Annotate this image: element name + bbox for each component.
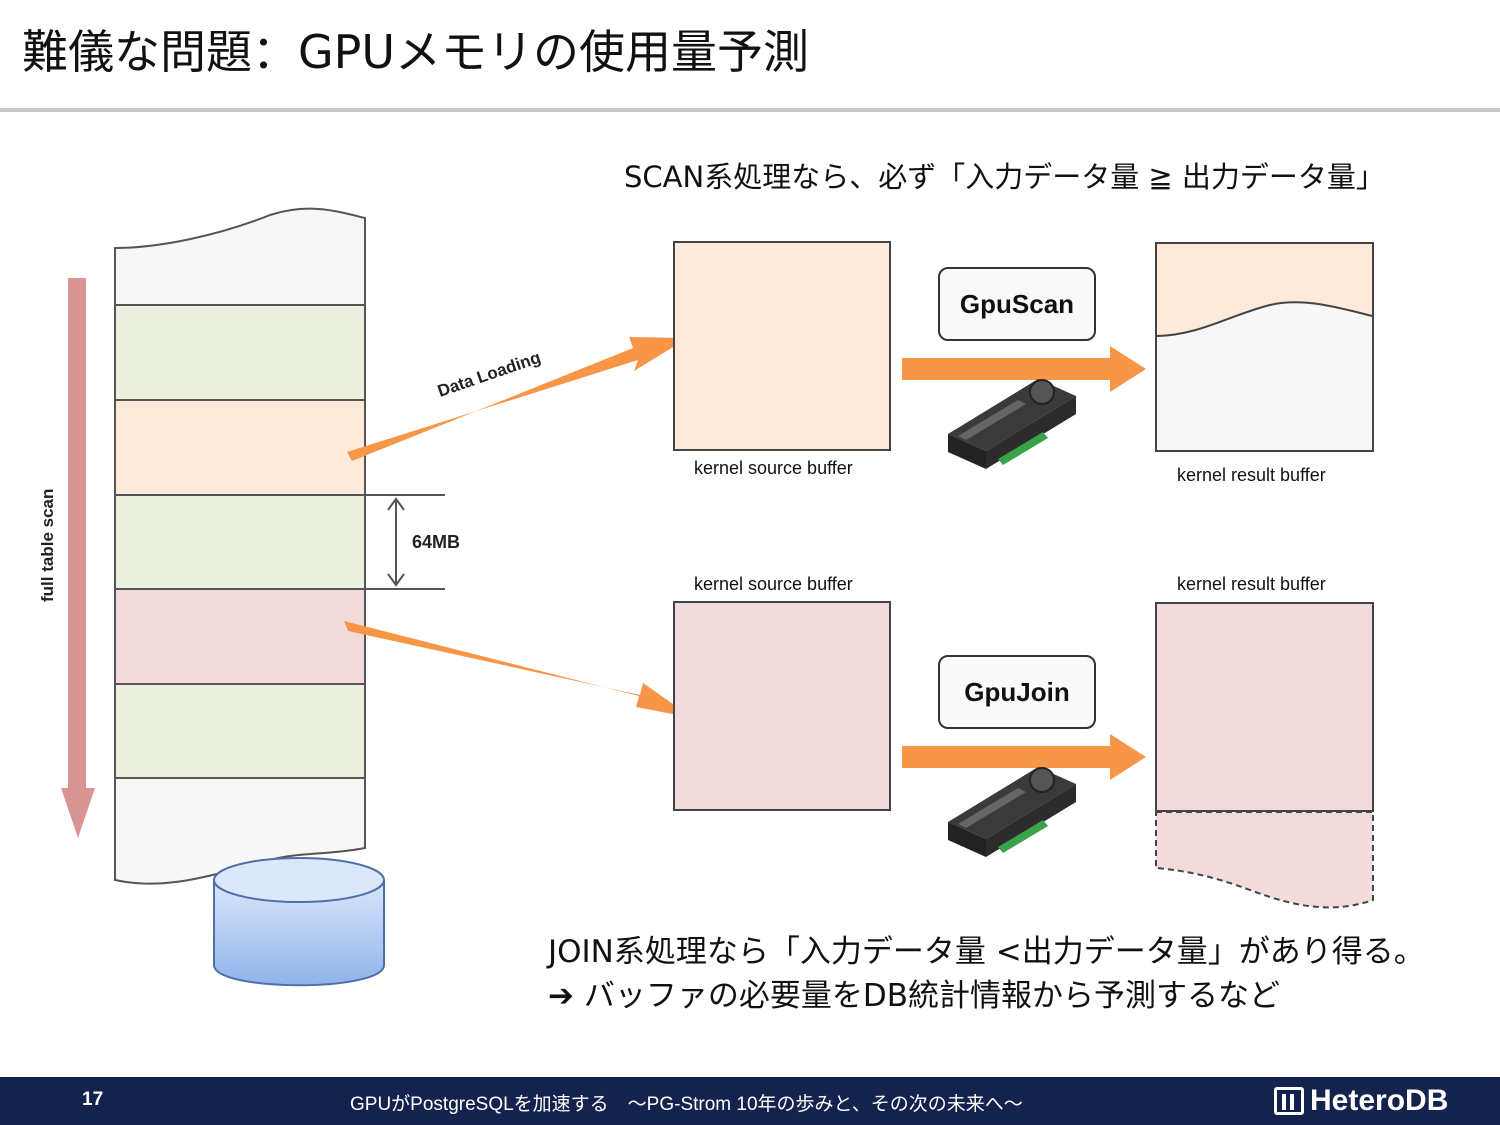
join-source-label: kernel source buffer bbox=[694, 574, 853, 594]
join-source-buffer bbox=[673, 601, 891, 811]
table-chunk bbox=[114, 683, 366, 779]
table-chunk bbox=[114, 399, 366, 496]
join-note: JOIN系処理なら「入力データ量 <出力データ量」があり得る。 ➔ バッファの必… bbox=[548, 930, 1425, 1018]
scan-result-buffer bbox=[1155, 242, 1374, 452]
page-number: 17 bbox=[82, 1089, 104, 1110]
scan-source-buffer bbox=[673, 241, 891, 451]
gpuscan-box: GpuScan bbox=[938, 267, 1096, 341]
table-column bbox=[114, 207, 366, 885]
join-note-line2: ➔ バッファの必要量をDB統計情報から予測するなど bbox=[548, 978, 1280, 1014]
logo-text: HeteroDB bbox=[1310, 1084, 1449, 1117]
scan-note: SCAN系処理なら、必ず「入力データ量 ≧ 出力データ量」 bbox=[624, 160, 1385, 194]
title-divider bbox=[0, 108, 1500, 112]
join-result-buffer bbox=[1155, 602, 1374, 909]
page-title: 難儀な問題：GPUメモリの使用量予測 bbox=[22, 25, 810, 79]
scan-process-arrow bbox=[902, 346, 1146, 392]
full-table-scan-label: full table scan bbox=[38, 489, 57, 602]
data-loading-arrow-bottom bbox=[344, 621, 693, 718]
join-process-arrow bbox=[902, 734, 1146, 780]
gpu-card-icon bbox=[948, 767, 1076, 857]
heterodb-logo: HeteroDB bbox=[1274, 1083, 1448, 1119]
scan-source-label: kernel source buffer bbox=[694, 458, 853, 478]
join-note-line1: JOIN系処理なら「入力データ量 <出力データ量」があり得る。 bbox=[548, 934, 1425, 970]
gpu-card-icon bbox=[948, 379, 1076, 469]
table-chunk bbox=[114, 304, 366, 401]
table-chunk bbox=[114, 588, 366, 685]
database-icon bbox=[213, 857, 385, 987]
down-arrow-icon bbox=[61, 278, 95, 838]
join-result-label: kernel result buffer bbox=[1177, 574, 1326, 594]
chunk-size-marker bbox=[365, 494, 445, 590]
logo-mark-icon bbox=[1274, 1087, 1304, 1115]
footer-bar: 17 GPUがPostgreSQLを加速する ～PG-Strom 10年の歩みと… bbox=[0, 1077, 1500, 1125]
chunk-size-label: 64MB bbox=[412, 532, 460, 552]
footer-title: GPUがPostgreSQLを加速する ～PG-Strom 10年の歩みと、その… bbox=[350, 1094, 1023, 1115]
gpujoin-box: GpuJoin bbox=[938, 655, 1096, 729]
data-loading-arrow-top bbox=[347, 337, 688, 461]
scan-result-label: kernel result buffer bbox=[1177, 465, 1326, 485]
table-chunk bbox=[114, 494, 366, 590]
